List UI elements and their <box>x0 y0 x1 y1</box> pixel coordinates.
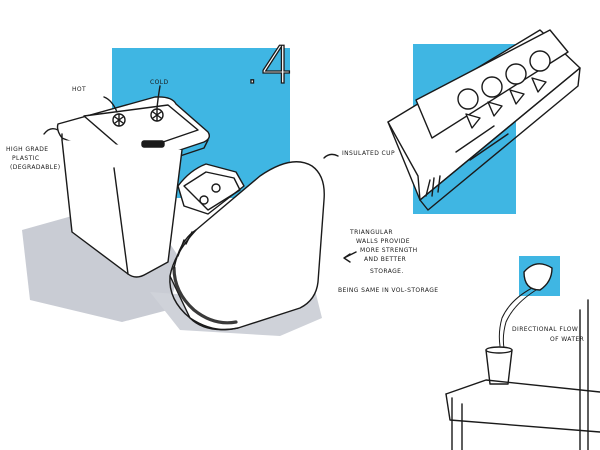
label-flow-1: DIRECTIONAL FLOW <box>512 326 579 333</box>
insulated-cup-sketch <box>169 153 339 331</box>
label-cold: COLD <box>150 79 169 86</box>
dispenser-back-sketch <box>177 163 245 215</box>
label-walls-6: BEING SAME IN VOL-STORAGE <box>338 287 439 294</box>
label-walls-1: TRIANGULAR <box>350 229 393 236</box>
label-cup: INSULATED CUP <box>342 150 395 157</box>
label-walls-2: WALLS PROVIDE <box>356 238 410 245</box>
label-walls-5: STORAGE. <box>370 268 404 275</box>
dispenser-sketch <box>43 85 211 278</box>
label-walls-4: AND BETTER <box>364 256 407 263</box>
label-walls-3: MORE STRENGTH <box>360 247 418 254</box>
label-material-3: (DEGRADABLE) <box>10 164 61 171</box>
label-material-2: PLASTIC <box>12 155 40 162</box>
label-material-1: HIGH GRADE <box>6 146 49 153</box>
pouring-demo-sketch <box>445 263 600 450</box>
packaging-box-sketch <box>387 29 581 211</box>
label-hot: HOT <box>72 86 87 93</box>
section-number: .4 <box>243 36 294 96</box>
label-flow-2: OF WATER <box>550 336 585 343</box>
arrow-walls <box>343 251 357 263</box>
